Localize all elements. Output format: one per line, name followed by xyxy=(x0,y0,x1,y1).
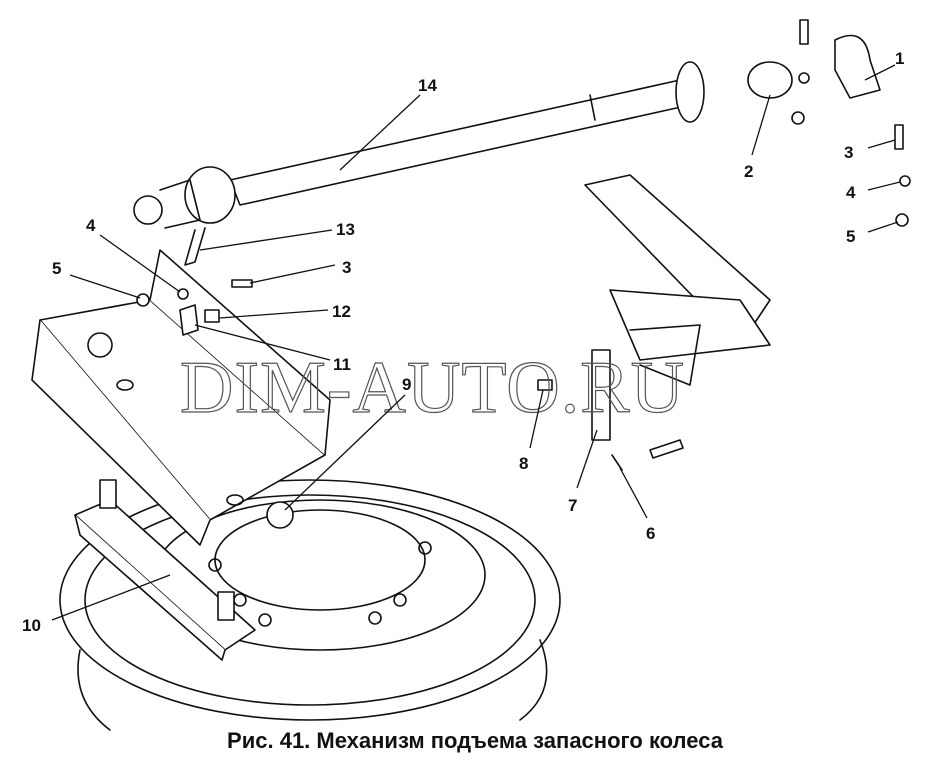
wheel-clamp-bar xyxy=(74,479,256,661)
callout-label-c10: 10 xyxy=(22,616,41,635)
support-bracket-right xyxy=(584,174,771,386)
callout-label-c13: 13 xyxy=(336,220,355,239)
callout-label-c5r: 5 xyxy=(846,227,855,246)
watermark: DIM-AUTO.RU xyxy=(180,347,685,429)
callout-labels: 1 14 2 3 4 5 13 4 5 3 12 11 9 8 7 6 10 xyxy=(22,49,904,635)
callout-label-c4r: 4 xyxy=(846,183,856,202)
callout-label-c14: 14 xyxy=(418,76,437,95)
callout-label-c3l: 3 xyxy=(342,258,351,277)
leader-lines xyxy=(51,64,901,621)
left-fasteners xyxy=(136,279,253,336)
callout-label-c12: 12 xyxy=(332,302,351,321)
callout-label-c1: 1 xyxy=(895,49,904,68)
callout-label-c3r: 3 xyxy=(844,143,853,162)
callout-label-c9: 9 xyxy=(402,375,411,394)
callout-label-c5l: 5 xyxy=(52,259,61,278)
callout-label-c2: 2 xyxy=(744,162,753,181)
callout-label-c7: 7 xyxy=(568,496,577,515)
bearing-parts xyxy=(747,19,911,227)
callout-label-c4l: 4 xyxy=(86,216,96,235)
figure-caption: Рис. 41. Механизм подъема запасного коле… xyxy=(227,728,723,753)
small-parts xyxy=(537,349,684,471)
u-bracket-holder xyxy=(31,249,331,546)
callout-label-c11: 11 xyxy=(333,355,351,374)
callout-label-c8: 8 xyxy=(519,454,528,473)
wheel-rim xyxy=(59,479,561,731)
winch-shaft xyxy=(133,61,705,266)
callout-label-c6: 6 xyxy=(646,524,655,543)
